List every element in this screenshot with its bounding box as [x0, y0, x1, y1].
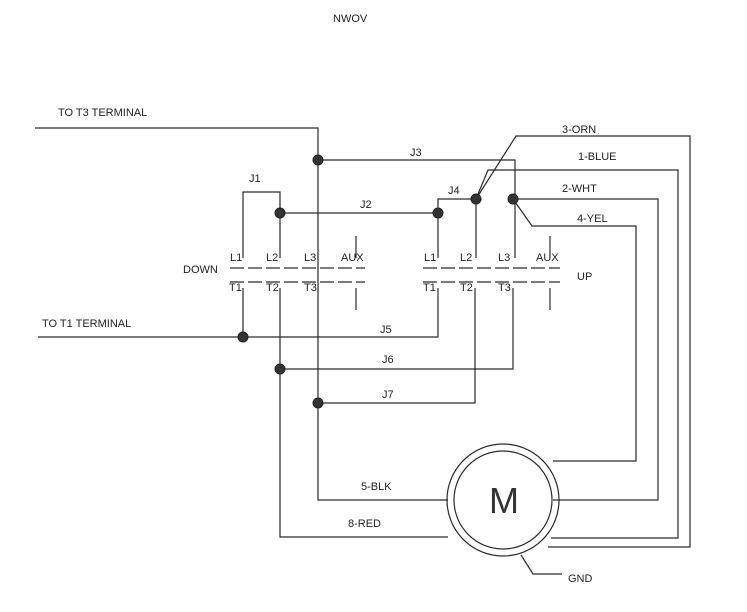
up-label: UP — [577, 271, 592, 283]
lead-5-blk-label: 5-BLK — [361, 481, 392, 493]
down-aux: AUX — [341, 252, 364, 264]
jumper-j7: J7 — [318, 288, 476, 404]
down-l3: L3 — [304, 252, 316, 264]
up-t1: T1 — [423, 282, 436, 294]
down-t2: T2 — [266, 282, 279, 294]
down-contactor: DOWN L1 L2 L3 AUX T1 T2 T3 — [183, 236, 365, 310]
j2-label: J2 — [360, 199, 372, 211]
jumper-j2: J2 — [280, 199, 438, 214]
up-l3: L3 — [498, 252, 510, 264]
down-l2: L2 — [266, 252, 278, 264]
node-j3-down-l3 — [312, 154, 324, 166]
ground-lead: GND — [520, 554, 593, 585]
lead-1-blue-label: 1-BLUE — [578, 151, 617, 163]
ground-label: GND — [568, 573, 593, 585]
up-t3: T3 — [498, 282, 511, 294]
up-l1: L1 — [424, 252, 436, 264]
lead-4-yel: 4-YEL — [512, 198, 637, 462]
j6-label: J6 — [382, 354, 394, 366]
down-label: DOWN — [183, 264, 218, 276]
jumper-j1: J1 — [242, 173, 281, 258]
lead-1-blue: 1-BLUE — [475, 151, 679, 539]
j5-label: J5 — [380, 324, 392, 336]
t1-terminal-feed: TO T1 TERMINAL — [38, 318, 243, 338]
motor: M — [446, 443, 560, 557]
jumper-j5: J5 — [242, 288, 439, 338]
lead-4-yel-label: 4-YEL — [577, 213, 608, 225]
jumper-j3: J3 — [318, 147, 516, 258]
down-t3: T3 — [304, 282, 317, 294]
up-aux: AUX — [536, 252, 559, 264]
lead-2-wht: 2-WHT — [513, 183, 659, 501]
diagram-title: NWOV — [333, 13, 368, 25]
lead-8-red: 8-RED — [348, 518, 381, 530]
node-up-l2 — [470, 193, 482, 205]
t1-terminal-label: TO T1 TERMINAL — [42, 318, 131, 330]
lead-8-red-label: 8-RED — [348, 518, 381, 530]
down-l1: L1 — [230, 252, 242, 264]
up-contactor: UP L1 L2 L3 AUX T1 T2 T3 — [423, 236, 592, 310]
up-l2: L2 — [460, 252, 472, 264]
lead-5-blk: 5-BLK — [361, 481, 392, 493]
lead-2-wht-label: 2-WHT — [562, 183, 597, 195]
j7-label: J7 — [382, 389, 394, 401]
node-j7-down-t3 — [312, 397, 324, 409]
node-up-l3 — [507, 193, 519, 205]
j3-label: J3 — [410, 147, 422, 159]
lead-3-orn-label: 3-ORN — [562, 124, 596, 136]
node-j2-down-l2 — [274, 207, 286, 219]
lead-3-orn: 3-ORN — [475, 124, 691, 548]
j4-label: J4 — [448, 185, 460, 197]
connection-nodes — [237, 154, 519, 409]
node-j2-up-l1 — [432, 207, 444, 219]
node-j5-down-t1 — [237, 331, 249, 343]
jumper-j4: J4 — [437, 185, 477, 258]
motor-symbol: M — [489, 480, 519, 521]
t3-terminal-feed: TO T3 TERMINAL — [35, 107, 448, 501]
t3-terminal-label: TO T3 TERMINAL — [58, 107, 147, 119]
up-t2: T2 — [460, 282, 473, 294]
j1-label: J1 — [249, 173, 261, 185]
down-t1: T1 — [229, 282, 242, 294]
node-j6-down-t2 — [274, 363, 286, 375]
